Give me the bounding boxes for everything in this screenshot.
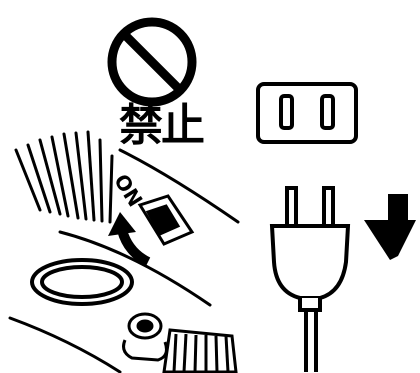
curved-arrow-icon [108, 212, 148, 262]
heat-lines [16, 132, 112, 222]
dial-ring [32, 260, 132, 304]
prohibition-icon [112, 22, 192, 102]
prohibition-label: 禁止 [106, 100, 216, 152]
down-arrow-icon [364, 194, 416, 260]
power-plug-icon [272, 188, 348, 372]
wall-socket-icon [258, 84, 356, 142]
knob-icon [124, 314, 236, 372]
